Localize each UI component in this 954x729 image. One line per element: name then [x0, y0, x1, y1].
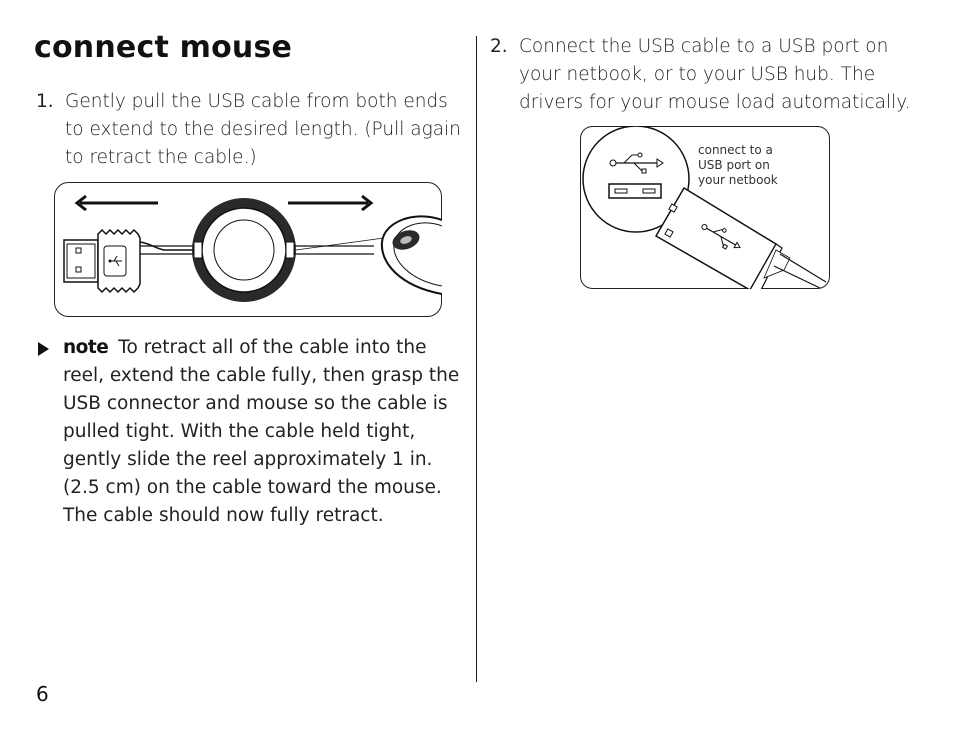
svg-text:connect to a: connect to a [698, 143, 773, 157]
arrow-right-icon [288, 194, 374, 212]
note-arrow-icon [38, 342, 49, 356]
svg-text:USB port on: USB port on [698, 158, 770, 172]
note-text: To retract all of the cable into the ree… [63, 337, 460, 526]
cable-extension-illustration [54, 182, 443, 317]
step-2: 2. Connect the USB cable to a USB port o… [490, 33, 920, 117]
step-text: Connect the USB cable to a USB port on y… [519, 36, 911, 113]
step-text: Gently pull the USB cable from both ends… [65, 91, 461, 168]
mouse-graphic [380, 215, 443, 295]
usb-symbol-icon [609, 152, 664, 174]
step-1: 1. Gently pull the USB cable from both e… [36, 88, 466, 172]
usb-plug-graphic [654, 186, 827, 293]
callout-text: connect to a USB port on your netbook [698, 143, 778, 187]
page-title: connect mouse [34, 30, 293, 65]
usb-symbol-icon [108, 255, 122, 267]
usb-port-graphic [582, 125, 690, 233]
step-number: 2. [490, 36, 508, 57]
note-label: note [63, 337, 109, 358]
arrow-left-icon [74, 194, 158, 212]
usb-symbol-icon [701, 224, 741, 250]
usb-port-illustration: connect to a USB port on your netbook [580, 125, 830, 293]
column-divider [476, 36, 477, 682]
step-number: 1. [36, 91, 54, 112]
usb-connector-graphic [63, 228, 204, 294]
cable-reel-graphic [140, 198, 385, 302]
page-number: 6 [36, 682, 49, 706]
svg-text:your netbook: your netbook [698, 173, 778, 187]
